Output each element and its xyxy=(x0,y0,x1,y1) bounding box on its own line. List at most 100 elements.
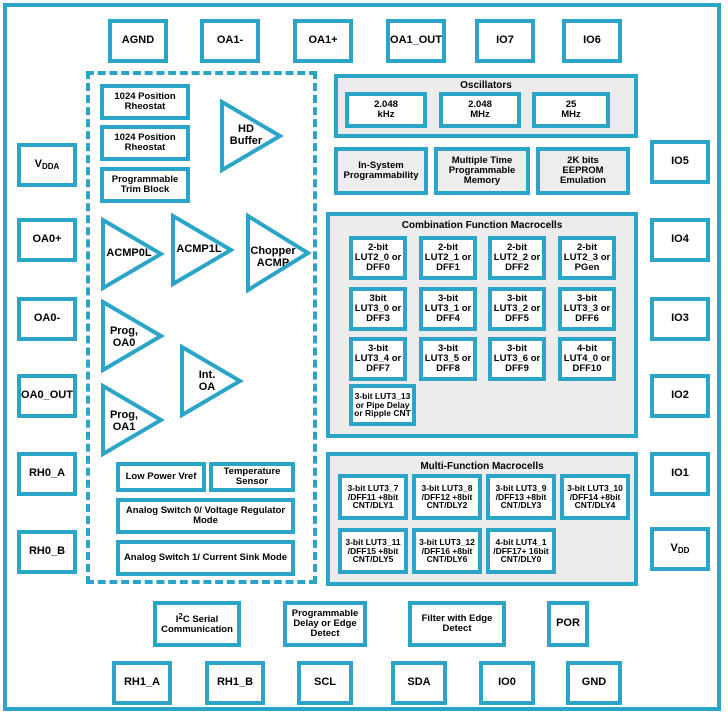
mtp-label: Multiple Time Programmable Memory xyxy=(448,155,516,186)
multi-function-macrocell-label: 3-bit LUT3_12 /DFF16 +8bit CNT/DLY6 xyxy=(419,536,475,565)
multi-function-macrocell: 3-bit LUT3_12 /DFF16 +8bit CNT/DLY6 xyxy=(412,528,482,574)
rheostat-1: 1024 Position Rheostat xyxy=(100,84,190,120)
analog-switch-1-label: Analog Switch 1/ Current Sink Mode xyxy=(123,552,288,564)
combination-macrocell: 2-bit LUT2_3 or PGen xyxy=(558,236,616,280)
hd-buffer-label: HD Buffer xyxy=(229,123,263,147)
pin-oa1-out: OA1_OUT xyxy=(386,19,446,63)
pin-oa1-plus-label: OA1+ xyxy=(308,34,338,47)
pin-io7-label: IO7 xyxy=(496,34,514,47)
low-power-vref-label: Low Power Vref xyxy=(125,471,197,483)
combination-macrocell: 3-bit LUT3_6 or DFF9 xyxy=(488,337,546,381)
osc-25mhz-label: 25 MHz xyxy=(561,99,581,120)
pin-rh1-a-label: RH1_A xyxy=(123,676,161,689)
prog-oa0-label: Prog, OA0 xyxy=(109,325,139,349)
multi-function-macrocell: 3-bit LUT3_7 /DFF11 +8bit CNT/DLY1 xyxy=(338,474,408,520)
pin-oa0-out-label: OA0_OUT xyxy=(21,389,73,402)
combination-macrocell: 3-bit LUT3_3 or DFF6 xyxy=(558,287,616,331)
multi-function-macrocells-title: Multi-Function Macrocells xyxy=(420,461,544,472)
combination-macrocell-label: 4-bit LUT4_0 or DFF10 xyxy=(563,343,611,374)
combination-macrocell: 2-bit LUT2_0 or DFF0 xyxy=(349,236,407,280)
combination-macrocell-label: 2-bit LUT2_0 or DFF0 xyxy=(354,242,402,273)
pin-gnd-label: GND xyxy=(581,676,607,689)
mtp-memory: Multiple Time Programmable Memory xyxy=(434,147,530,195)
combination-macrocell: 2-bit LUT2_2 or DFF2 xyxy=(488,236,546,280)
programmable-delay: Programmable Delay or Edge Detect xyxy=(283,601,367,647)
pin-rh1-b: RH1_B xyxy=(205,661,265,705)
pin-io6: IO6 xyxy=(562,19,622,63)
combination-macrocell: 4-bit LUT4_0 or DFF10 xyxy=(558,337,616,381)
combination-macrocell-label: 2-bit LUT2_3 or PGen xyxy=(563,242,611,273)
pin-oa0-minus: OA0- xyxy=(17,297,77,341)
combination-macrocell-label: 3bit LUT3_0 or DFF3 xyxy=(354,293,402,324)
pin-io5-label: IO5 xyxy=(671,155,689,168)
rheostat-2-label: 1024 Position Rheostat xyxy=(114,132,176,153)
pin-rh1-a: RH1_A xyxy=(112,661,172,705)
acmp0l-triangle xyxy=(101,216,165,292)
eeprom-label: 2K bits EEPROM Emulation xyxy=(560,155,606,186)
lut3-13-cell: 3-bit LUT3_13 or Pipe Delay or Ripple CN… xyxy=(349,384,416,426)
pin-io1: IO1 xyxy=(650,452,710,496)
pin-oa0-minus-label: OA0- xyxy=(33,312,61,325)
chopper-acmp-label: Chopper ACMP xyxy=(250,245,296,269)
pin-sda: SDA xyxy=(391,661,447,705)
hd-buffer-triangle xyxy=(220,98,284,174)
temperature-sensor-label: Temperature Sensor xyxy=(223,466,281,487)
pin-rh1-b-label: RH1_B xyxy=(216,676,254,689)
isp-label: In-System Programmability xyxy=(343,160,419,181)
combination-macrocell-label: 3-bit LUT3_4 or DFF7 xyxy=(354,343,402,374)
osc-2048khz: 2.048 kHz xyxy=(345,92,427,128)
filter-edge-detect: Filter with Edge Detect xyxy=(408,601,506,647)
analog-switch-0-label: Analog Switch 0/ Voltage Regulator Mode xyxy=(125,505,286,526)
multi-function-macrocell: 3-bit LUT3_11 /DFF15 +8bit CNT/DLY5 xyxy=(338,528,408,574)
oscillators-title: Oscillators xyxy=(460,80,512,91)
pin-oa1-minus: OA1- xyxy=(200,19,260,63)
combination-macrocell-label: 3-bit LUT3_1 or DFF4 xyxy=(424,293,472,324)
pin-io2-label: IO2 xyxy=(671,389,689,402)
multi-function-macrocell-label: 3-bit LUT3_9 /DFF13 +8bit CNT/DLY3 xyxy=(495,482,547,511)
pin-io0-label: IO0 xyxy=(498,676,516,689)
pin-io2: IO2 xyxy=(650,374,710,418)
int-oa-label: Int. OA xyxy=(198,369,216,393)
pin-io4: IO4 xyxy=(650,218,710,262)
pin-oa0-plus-label: OA0+ xyxy=(32,233,62,246)
pin-vdd: VDD xyxy=(650,527,710,571)
combination-macrocell: 3-bit LUT3_4 or DFF7 xyxy=(349,337,407,381)
combination-macrocell-label: 3-bit LUT3_5 or DFF8 xyxy=(424,343,472,374)
rheostat-1-label: 1024 Position Rheostat xyxy=(114,91,176,112)
por-block: POR xyxy=(547,601,589,647)
programmable-delay-label: Programmable Delay or Edge Detect xyxy=(291,608,359,639)
low-power-vref: Low Power Vref xyxy=(116,462,206,492)
combination-macrocell-label: 3-bit LUT3_2 or DFF5 xyxy=(493,293,541,324)
chopper-acmp-triangle xyxy=(246,212,312,294)
multi-function-macrocell-label: 3-bit LUT3_7 /DFF11 +8bit CNT/DLY1 xyxy=(347,482,399,511)
pin-rh0-a: RH0_A xyxy=(17,452,77,496)
pin-io1-label: IO1 xyxy=(671,467,689,480)
pin-oa1-minus-label: OA1- xyxy=(216,34,244,47)
i2c-serial-communication: I2C Serial Communication xyxy=(153,601,241,647)
pin-io7: IO7 xyxy=(475,19,535,63)
pin-agnd-label: AGND xyxy=(121,34,155,47)
trim-block-label: Programmable Trim Block xyxy=(111,174,179,195)
filter-edge-detect-label: Filter with Edge Detect xyxy=(421,613,493,634)
osc-2048mhz-label: 2.048 MHz xyxy=(468,99,492,120)
rheostat-2: 1024 Position Rheostat xyxy=(100,125,190,161)
combination-macrocell-label: 2-bit LUT2_2 or DFF2 xyxy=(493,242,541,273)
combination-macrocell-label: 3-bit LUT3_6 or DFF9 xyxy=(493,343,541,374)
chip-outline xyxy=(3,3,721,711)
osc-2048mhz: 2.048 MHz xyxy=(439,92,521,128)
pin-io6-label: IO6 xyxy=(583,34,601,47)
pin-scl: SCL xyxy=(297,661,353,705)
por-label: POR xyxy=(556,617,580,630)
multi-function-macrocell-label: 3-bit LUT3_11 /DFF15 +8bit CNT/DLY5 xyxy=(345,536,401,565)
pin-io5: IO5 xyxy=(650,140,710,184)
analog-switch-1: Analog Switch 1/ Current Sink Mode xyxy=(116,540,295,576)
pin-oa0-out: OA0_OUT xyxy=(17,374,77,418)
pin-io3-label: IO3 xyxy=(671,312,689,325)
combination-macrocells-title: Combination Function Macrocells xyxy=(401,220,563,231)
combination-macrocell: 3-bit LUT3_5 or DFF8 xyxy=(419,337,477,381)
pin-vdda-label: VDDA xyxy=(34,157,60,171)
int-oa-triangle xyxy=(180,343,244,419)
osc-25mhz: 25 MHz xyxy=(532,92,610,128)
multi-function-macrocell-label: 3-bit LUT3_8 /DFF12 +8bit CNT/DLY2 xyxy=(421,482,473,511)
pin-io0: IO0 xyxy=(479,661,535,705)
